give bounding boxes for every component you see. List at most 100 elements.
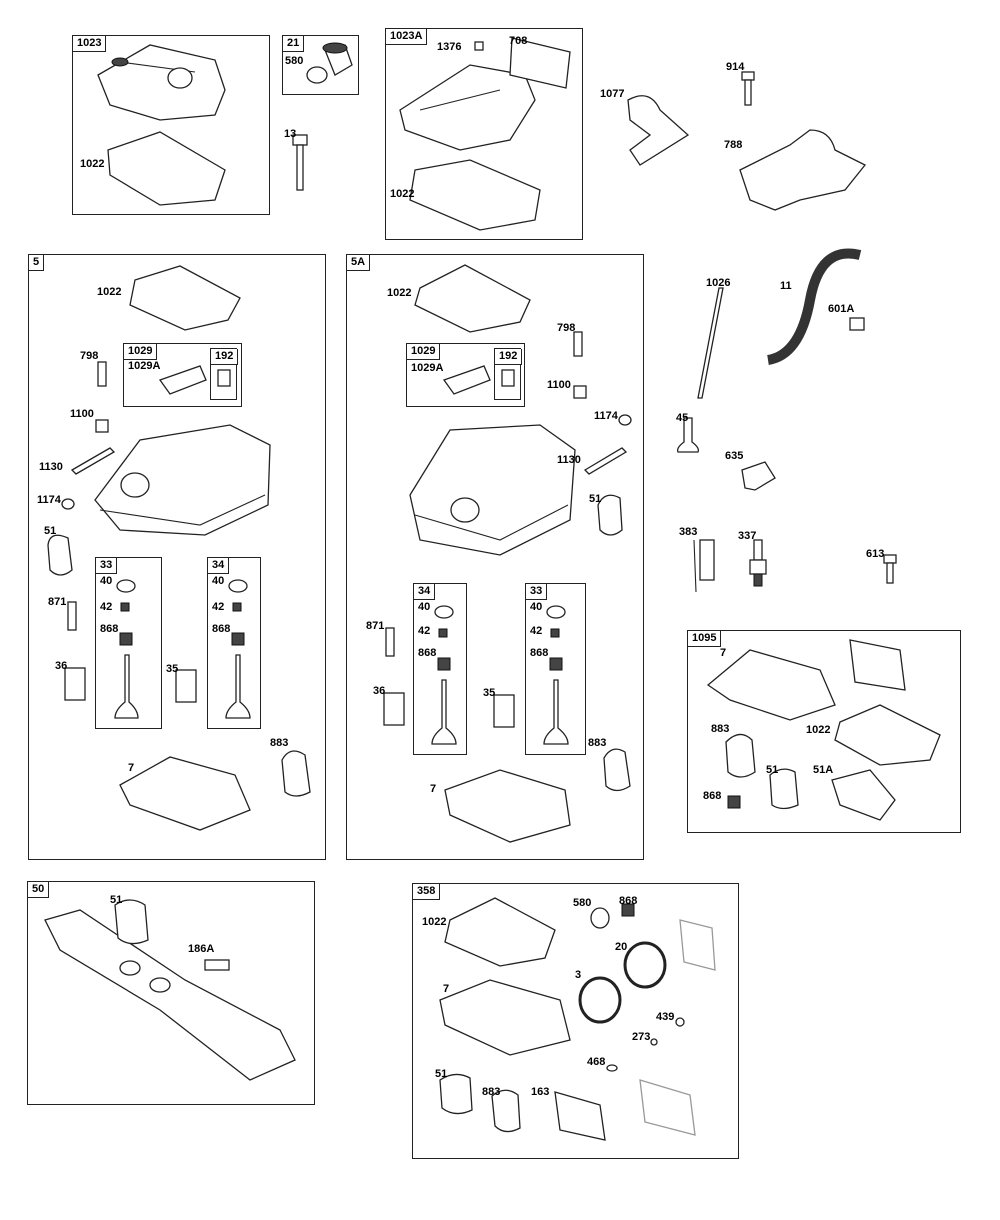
stud-1130-5 xyxy=(70,447,116,475)
group-box-1095: 1095 xyxy=(687,630,961,833)
spark-plug-337 xyxy=(749,539,767,587)
part-label: 1022 xyxy=(390,188,415,200)
pin-871-5 xyxy=(67,601,77,631)
group-box-33a: 33 xyxy=(95,557,162,729)
bolt-914 xyxy=(741,71,755,106)
part-label: 1100 xyxy=(547,379,571,391)
group-tag: 33 xyxy=(526,584,548,600)
spring-36 xyxy=(64,667,86,701)
part-label: 868 xyxy=(100,623,119,635)
gasket-883-358 xyxy=(491,1089,521,1133)
part-label: 7 xyxy=(443,983,450,995)
part-label: 1022 xyxy=(806,724,831,736)
group-box-5: 5 xyxy=(28,254,326,860)
part-label: 635 xyxy=(725,450,744,462)
part-label: 36 xyxy=(55,660,68,672)
screw-798-5 xyxy=(97,361,107,387)
part-label: 1022 xyxy=(97,286,122,298)
ring-273 xyxy=(650,1038,658,1046)
gasket-358-ghost-1 xyxy=(679,919,716,971)
cap-635 xyxy=(741,461,776,491)
part-label: 20 xyxy=(615,941,628,953)
group-box-34b: 34 xyxy=(413,583,467,755)
part-label: 42 xyxy=(530,625,543,637)
part-label: 11 xyxy=(780,280,792,292)
cap-868-358 xyxy=(621,903,635,917)
part-label: 40 xyxy=(100,575,113,587)
coil-383 xyxy=(693,539,715,593)
gasket-51-5 xyxy=(47,534,73,576)
part-label: 42 xyxy=(100,601,113,613)
spring-36-5A xyxy=(383,692,405,726)
gasket-1022-5 xyxy=(129,265,241,331)
part-label: 1022 xyxy=(422,916,447,928)
group-tag: 5 xyxy=(29,255,45,271)
gasket-1022 xyxy=(107,131,226,206)
gasket-51-50 xyxy=(114,899,149,945)
part-label: 868 xyxy=(212,623,231,635)
group-tag: 34 xyxy=(414,584,436,600)
part-label: 883 xyxy=(711,723,730,735)
head-gasket-7-358 xyxy=(439,979,571,1056)
part-label: 883 xyxy=(270,737,289,749)
part-label: 51 xyxy=(44,525,57,537)
keeper-42-c xyxy=(438,628,448,638)
part-label: 1100 xyxy=(70,408,94,420)
part-label: 1022 xyxy=(80,158,105,170)
seal-3 xyxy=(578,976,622,1024)
group-box-21: 21 xyxy=(282,35,359,95)
part-label: 51A xyxy=(813,764,834,776)
part-label: 35 xyxy=(483,687,496,699)
bracket-788 xyxy=(739,129,867,211)
part-label: 914 xyxy=(726,61,745,73)
gasket-883-5 xyxy=(281,750,311,797)
nut-1174-5 xyxy=(61,498,75,510)
seal-40-b xyxy=(228,579,248,593)
gasket-883-1095 xyxy=(725,733,756,778)
head-gasket-7-5A xyxy=(444,769,571,843)
group-tag: 358 xyxy=(413,884,441,900)
part-label: 868 xyxy=(530,647,549,659)
part-label: 1174 xyxy=(594,410,618,422)
screw-798-5A xyxy=(573,331,583,357)
ring-468 xyxy=(606,1064,618,1072)
gasket-51-1095 xyxy=(769,768,799,810)
oring-580-358 xyxy=(590,907,610,929)
part-label: 35 xyxy=(166,663,179,675)
part-label: 788 xyxy=(724,139,743,151)
part-label: 868 xyxy=(703,790,722,802)
rocker-1029A-5 xyxy=(158,365,207,395)
part-label: 439 xyxy=(656,1011,675,1023)
part-label: 1077 xyxy=(600,88,625,100)
part-label: 868 xyxy=(619,895,638,907)
part-label: 871 xyxy=(48,596,67,608)
part-label: 42 xyxy=(418,625,431,637)
stud-1130-5A xyxy=(583,447,628,475)
part-label: 51 xyxy=(435,1068,448,1080)
group-tag: 192 xyxy=(211,349,239,365)
part-label: 186A xyxy=(188,943,215,955)
group-box-5A: 5A xyxy=(346,254,644,860)
part-label: 580 xyxy=(285,55,304,67)
part-label: 580 xyxy=(573,897,592,909)
part-label: 871 xyxy=(366,620,385,632)
head-gasket-7-1095 xyxy=(706,649,836,721)
cap-868-a xyxy=(119,632,133,646)
cap-868-c xyxy=(437,657,451,671)
guide-1100-5 xyxy=(95,419,109,433)
part-label: 613 xyxy=(866,548,885,560)
part-label: 42 xyxy=(212,601,225,613)
clamp-601A xyxy=(849,317,865,331)
pin-871-5A xyxy=(385,627,395,657)
cap-868-d xyxy=(549,657,563,671)
part-label: 1022 xyxy=(387,287,412,299)
gasket-1022-1095 xyxy=(834,704,941,766)
tube-11 xyxy=(766,248,862,365)
group-tag: 5A xyxy=(347,255,371,271)
bracket-1077 xyxy=(627,95,690,166)
part-label: 40 xyxy=(418,601,431,613)
part-label: 7 xyxy=(430,783,437,795)
part-label: 383 xyxy=(679,526,698,538)
rocker-1029A-5A xyxy=(442,365,491,395)
part-label: 36 xyxy=(373,685,386,697)
